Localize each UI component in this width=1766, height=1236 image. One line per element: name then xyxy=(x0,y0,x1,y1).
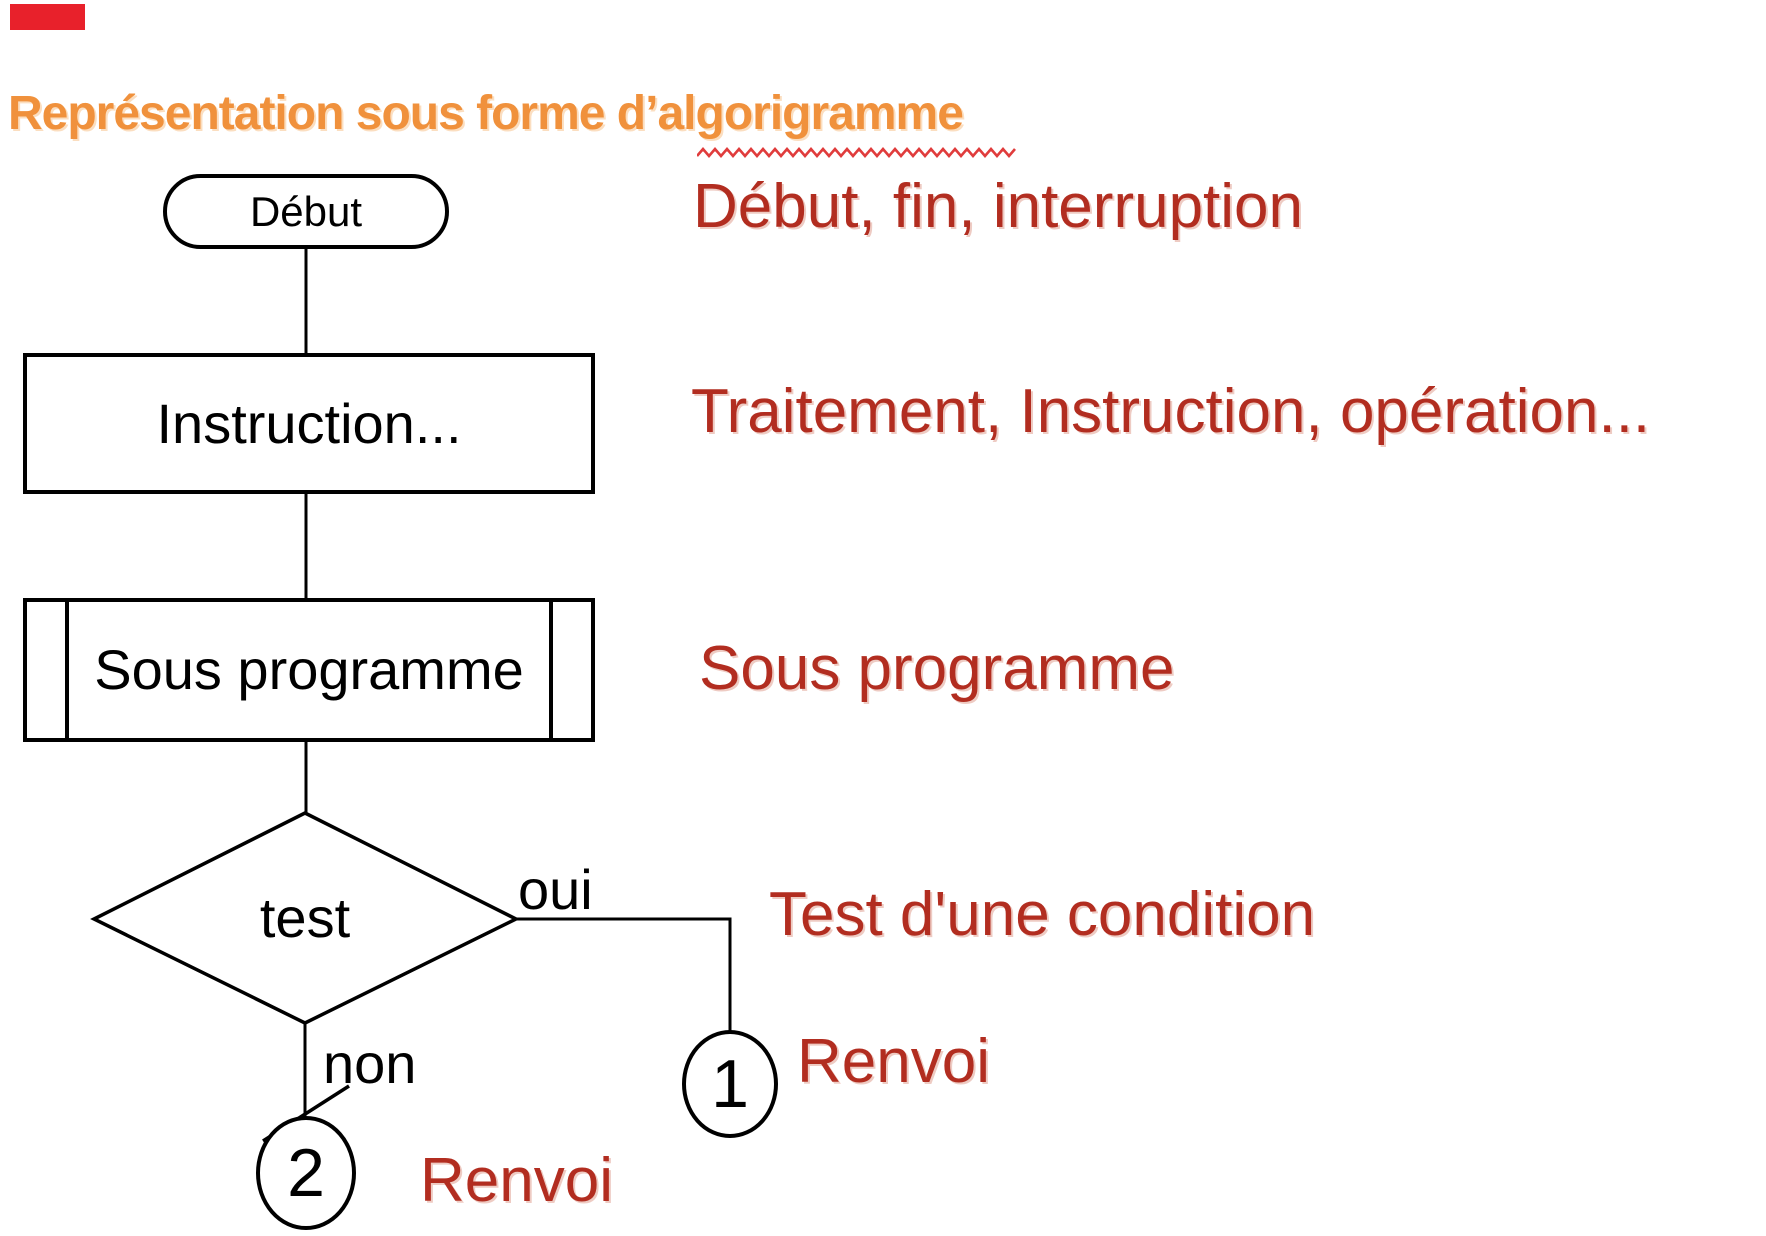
decision-diamond-shape xyxy=(90,811,520,1025)
decision-node-label: test xyxy=(259,886,351,949)
start-node-label: Début xyxy=(249,187,363,235)
annotation-renvoi-1: Renvoi xyxy=(797,1027,990,1096)
connector-circle-1-label: 1 xyxy=(711,1046,749,1122)
subroutine-rect-shape xyxy=(23,598,595,742)
process-rect-shape xyxy=(23,353,595,494)
squiggle-path xyxy=(696,147,1016,158)
page-title-prefix: Représentation sous forme d’ xyxy=(8,87,658,140)
oui-branch-line xyxy=(516,917,732,1033)
branch-label-non: non xyxy=(323,1032,417,1095)
annotation-renvoi-2: Renvoi xyxy=(420,1146,613,1215)
annotation-process: Traitement, Instruction, opération... xyxy=(691,377,1651,446)
branch-label-oui: oui xyxy=(518,858,593,921)
spellcheck-squiggle-underline xyxy=(696,146,1017,160)
page-title: Représentation sous forme d’algorigramme xyxy=(8,86,964,141)
annotation-condition-test: Test d'une condition xyxy=(769,880,1316,949)
connector-circle-2-label: 2 xyxy=(287,1135,325,1211)
corner-red-bar xyxy=(10,4,85,30)
instruction-node-label: Instruction... xyxy=(156,391,462,455)
subroutine-node-label: Sous programme xyxy=(94,638,524,701)
annotation-subroutine: Sous programme xyxy=(699,634,1175,703)
start-stadium-shape xyxy=(163,174,449,249)
annotation-start-end: Début, fin, interruption xyxy=(693,172,1304,241)
page-title-misspelled-word: algorigramme xyxy=(657,87,963,140)
connector-circle-2-shape xyxy=(256,1116,356,1230)
connector-circle-1-shape xyxy=(682,1030,778,1138)
